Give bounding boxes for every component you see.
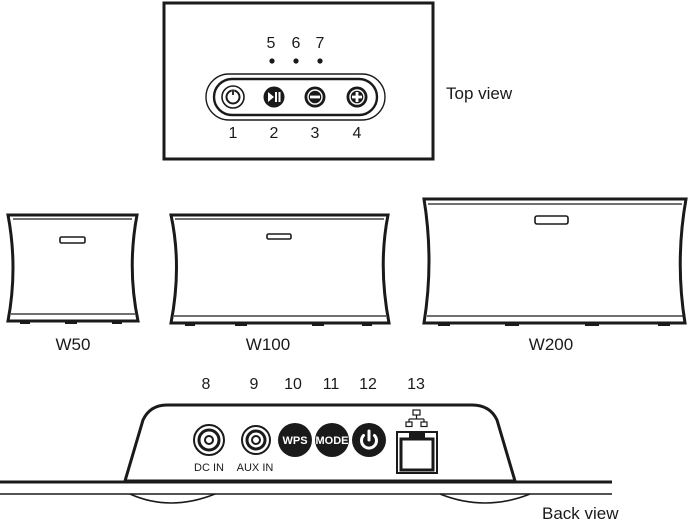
speaker-w50 [6,213,140,324]
button-number-3: 3 [311,125,320,142]
speaker-w200 [422,197,688,326]
port-number-8: 8 [202,376,211,393]
ethernet-port[interactable] [396,431,438,474]
port-number-9: 9 [250,376,259,393]
back-view-caption: Back view [542,504,619,523]
volume-down-icon [307,89,323,105]
volume-up-button[interactable] [346,86,368,108]
aux-in-label: AUX IN [237,462,274,474]
model-label-w100: W100 [246,335,290,354]
port-number-11: 11 [323,376,340,393]
button-number-4: 4 [353,125,362,142]
indicator-led-7 [317,58,323,64]
power-icon [225,88,241,105]
button-number-2: 2 [270,125,279,142]
play-pause-button[interactable] [263,86,285,108]
wps-button[interactable]: WPS [278,423,312,457]
top-view-caption: Top view [446,84,513,103]
indicator-number-6: 6 [292,35,301,52]
volume-down-button[interactable] [304,86,326,108]
model-label-w50: W50 [56,335,91,354]
control-panel-inner [212,77,379,117]
handle-slot [534,215,569,225]
wps-button-label: WPS [282,435,307,447]
top-view-panel: 5 6 7 [162,1,435,161]
mode-button[interactable]: MODE [315,423,349,457]
power-button[interactable] [221,85,245,109]
network-icon [405,409,428,428]
handle-slot [266,233,292,240]
back-power-button[interactable] [352,423,386,457]
dc-in-jack-icon [193,424,225,456]
indicator-led-5 [269,58,275,64]
model-label-w200: W200 [529,335,573,354]
ethernet-port-icon [396,431,438,474]
handle-slot [59,236,86,244]
aux-in-jack-icon [241,425,271,455]
port-number-12: 12 [359,376,377,393]
dc-in-jack[interactable] [193,424,225,456]
back-view-panel [0,403,612,504]
speaker-w100 [169,213,391,326]
dc-in-label: DC IN [194,462,224,474]
volume-up-icon [349,89,365,105]
play-pause-icon [268,92,281,102]
button-number-1: 1 [229,125,238,142]
indicator-led-6 [293,58,299,64]
port-number-10: 10 [284,376,302,393]
power-icon [360,429,378,450]
aux-in-jack[interactable] [241,425,271,455]
indicator-number-5: 5 [267,35,276,52]
mode-button-label: MODE [316,435,349,447]
indicator-number-7: 7 [316,35,325,52]
port-number-13: 13 [407,376,425,393]
